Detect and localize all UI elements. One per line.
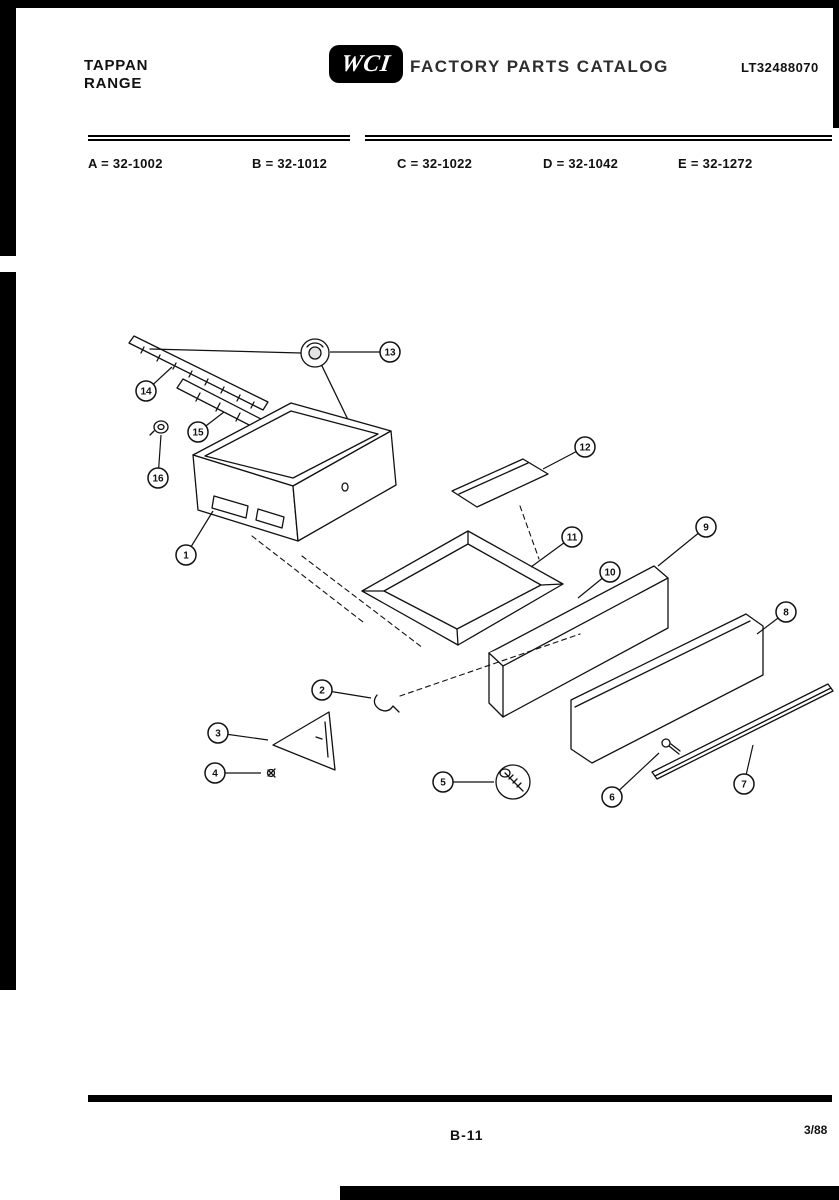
part-trim-strip — [651, 683, 834, 780]
callout-6: 6 — [601, 786, 623, 808]
alignment-line-chassis — [321, 365, 353, 429]
callout-9: 9 — [695, 516, 717, 538]
projection-lines — [251, 505, 581, 697]
part-screw-6 — [661, 738, 681, 755]
alignment-line-rail — [149, 348, 302, 354]
model-b: B = 32-1012 — [252, 156, 328, 171]
part-inner-front-panel — [488, 565, 669, 718]
callout-7: 7 — [733, 773, 755, 795]
callout-8: 8 — [775, 601, 797, 623]
brand-line-2: RANGE — [84, 75, 143, 92]
svg-text:10: 10 — [604, 568, 616, 579]
callout-5: 5 — [432, 771, 454, 793]
svg-text:7: 7 — [741, 780, 747, 791]
part-bracket — [272, 711, 336, 771]
callout-15: 15 — [187, 421, 209, 443]
part-clip — [373, 694, 400, 713]
model-a: A = 32-1002 — [88, 156, 163, 171]
part-drawer-bottom — [361, 530, 564, 646]
svg-text:16: 16 — [152, 474, 164, 485]
callout-1: 1 — [175, 544, 197, 566]
svg-text:4: 4 — [212, 769, 218, 780]
callout-10: 10 — [599, 561, 621, 583]
model-c: C = 32-1022 — [397, 156, 473, 171]
callout-11: 11 — [561, 526, 583, 548]
part-screw-4 — [266, 768, 276, 778]
svg-text:1: 1 — [183, 551, 189, 562]
model-e: E = 32-1272 — [678, 156, 753, 171]
date-code: 3/88 — [804, 1123, 828, 1137]
brand-block: TAPPAN RANGE — [84, 57, 148, 93]
svg-text:2: 2 — [319, 686, 325, 697]
page-edge-top — [0, 0, 839, 8]
part-drawer-chassis — [192, 402, 397, 542]
brand-line-1: TAPPAN — [84, 57, 149, 74]
part-bumper — [300, 338, 330, 368]
part-screw-5 — [495, 764, 531, 800]
callout-13: 13 — [379, 341, 401, 363]
page-edge-left-gap — [0, 256, 16, 272]
svg-text:15: 15 — [192, 428, 204, 439]
svg-text:14: 14 — [140, 387, 152, 398]
wci-logo: WCI — [329, 45, 403, 83]
callout-3: 3 — [207, 722, 229, 744]
page-edge-bottom — [340, 1186, 839, 1200]
svg-text:3: 3 — [215, 729, 221, 740]
page-edge-left — [0, 0, 16, 990]
svg-text:9: 9 — [703, 523, 709, 534]
svg-text:12: 12 — [579, 443, 591, 454]
callout-14: 14 — [135, 380, 157, 402]
document-number: LT32488070 — [741, 60, 819, 75]
footer-rule — [88, 1095, 832, 1102]
part-slide-rail-upper — [128, 335, 269, 411]
svg-text:13: 13 — [384, 348, 396, 359]
callout-16: 16 — [147, 467, 169, 489]
part-support-panel — [451, 458, 549, 508]
page-edge-right — [833, 0, 839, 128]
header-rule-left — [88, 135, 350, 141]
callout-layer: 14 16 15 13 1 12 11 10 9 8 2 3 4 5 6 7 — [135, 341, 797, 808]
callout-4: 4 — [204, 762, 226, 784]
header-rule-right — [365, 135, 832, 141]
callout-2: 2 — [311, 679, 333, 701]
model-d: D = 32-1042 — [543, 156, 619, 171]
callout-12: 12 — [574, 436, 596, 458]
svg-text:8: 8 — [783, 608, 789, 619]
catalog-title: FACTORY PARTS CATALOG — [410, 57, 669, 76]
part-grommet — [149, 420, 169, 436]
svg-text:6: 6 — [609, 793, 615, 804]
svg-text:5: 5 — [440, 778, 446, 789]
part-outer-door-panel — [570, 613, 764, 764]
svg-text:11: 11 — [567, 533, 578, 544]
page-number: B-11 — [450, 1127, 484, 1143]
